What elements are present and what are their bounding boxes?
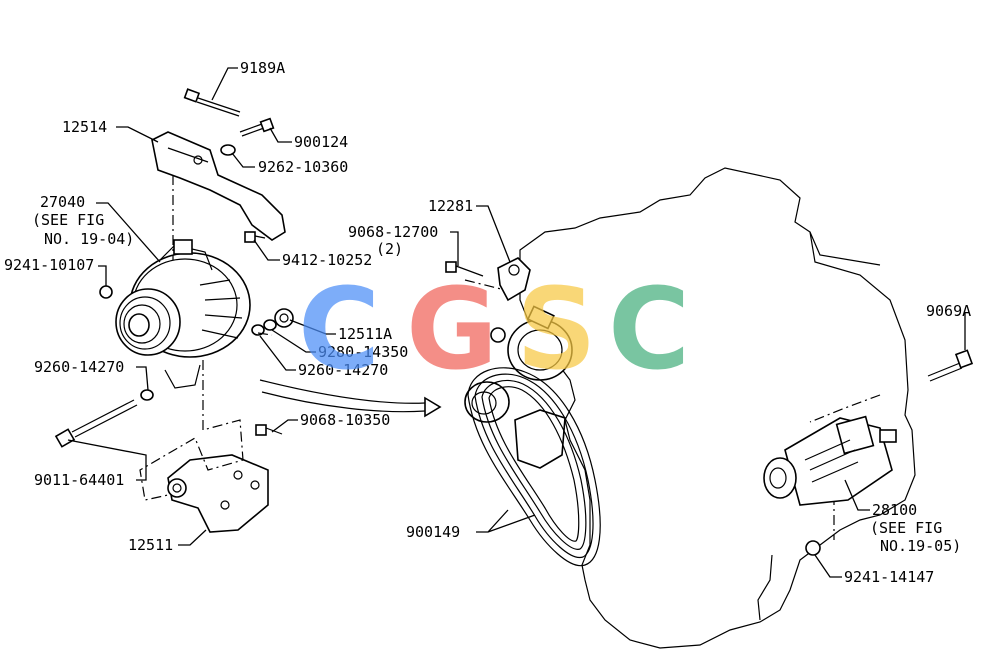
bolt-9068-12700 bbox=[445, 261, 484, 277]
washer-9260-left bbox=[140, 389, 154, 401]
centerline bbox=[257, 332, 273, 336]
engine-block-outline bbox=[519, 167, 916, 649]
label-12511: 12511 bbox=[128, 536, 173, 554]
bolt-900124 bbox=[239, 117, 275, 137]
watermark-letter-g: G bbox=[406, 265, 498, 395]
label-9068-12700: 9068-12700 bbox=[348, 223, 438, 241]
long-bolt-9189a bbox=[183, 88, 241, 117]
washer-9262 bbox=[220, 144, 236, 156]
leader-lines bbox=[67, 67, 966, 578]
nut-9241-14147 bbox=[805, 540, 821, 556]
lower-bracket bbox=[167, 454, 269, 533]
cgsc-watermark: C G S C bbox=[298, 265, 690, 395]
label-27040: 27040 bbox=[40, 193, 85, 211]
label-28100-fig-no: NO.19-05) bbox=[880, 537, 961, 555]
label-9412-10252: 9412-10252 bbox=[282, 251, 372, 269]
label-9189a: 9189A bbox=[240, 59, 285, 77]
watermark-letter-s: S bbox=[516, 265, 597, 395]
bracket-slot bbox=[167, 147, 209, 163]
part-labels: 9189A 12514 900124 9262-10360 27040 (SEE… bbox=[4, 59, 971, 586]
washer-9260-right bbox=[251, 324, 265, 336]
label-9260-14270-left: 9260-14270 bbox=[34, 358, 124, 376]
label-27040-fig-no: NO. 19-04) bbox=[44, 230, 134, 248]
centerline bbox=[139, 360, 244, 501]
engine-detail-line bbox=[757, 554, 773, 621]
bolt-9068-10350 bbox=[255, 424, 283, 436]
label-9262-10360: 9262-10360 bbox=[258, 158, 348, 176]
label-9241-10107: 9241-10107 bbox=[4, 256, 94, 274]
bracket-hole bbox=[193, 155, 203, 165]
label-9011-64401: 9011-64401 bbox=[34, 471, 124, 489]
long-bolt-9011 bbox=[54, 399, 138, 448]
bolt-9069a bbox=[927, 349, 974, 382]
label-9068-12700-qty: (2) bbox=[376, 240, 403, 258]
bolt-9412 bbox=[244, 231, 266, 243]
label-9069a: 9069A bbox=[926, 302, 971, 320]
centerline bbox=[464, 279, 506, 291]
engine-detail-line bbox=[809, 231, 881, 266]
starter-motor bbox=[763, 415, 897, 506]
engine-pulleys bbox=[464, 257, 573, 469]
label-12514: 12514 bbox=[62, 118, 107, 136]
label-900124: 900124 bbox=[294, 133, 348, 151]
label-27040-see-fig: (SEE FIG bbox=[32, 211, 104, 229]
centerline bbox=[809, 394, 881, 423]
nut-9241-10107 bbox=[99, 285, 113, 299]
v-ribbed-belt bbox=[467, 367, 601, 567]
assembly-arrow bbox=[259, 379, 442, 418]
label-12511a: 12511A bbox=[338, 325, 392, 343]
nut-12511a bbox=[274, 308, 294, 328]
label-12281: 12281 bbox=[428, 197, 473, 215]
watermark-letter-c1: C bbox=[298, 265, 380, 395]
alternator bbox=[115, 239, 251, 389]
label-900149: 900149 bbox=[406, 523, 460, 541]
washer-9280 bbox=[263, 319, 277, 331]
label-9280-14350: 9280-14350 bbox=[318, 343, 408, 361]
watermark-letter-c2: C bbox=[608, 265, 690, 395]
label-9241-14147: 9241-14147 bbox=[844, 568, 934, 586]
label-9068-10350: 9068-10350 bbox=[300, 411, 390, 429]
adjusting-bracket bbox=[151, 131, 286, 241]
label-9260-14270-right: 9260-14270 bbox=[298, 361, 388, 379]
label-28100-see-fig: (SEE FIG bbox=[870, 519, 942, 537]
label-28100: 28100 bbox=[872, 501, 917, 519]
